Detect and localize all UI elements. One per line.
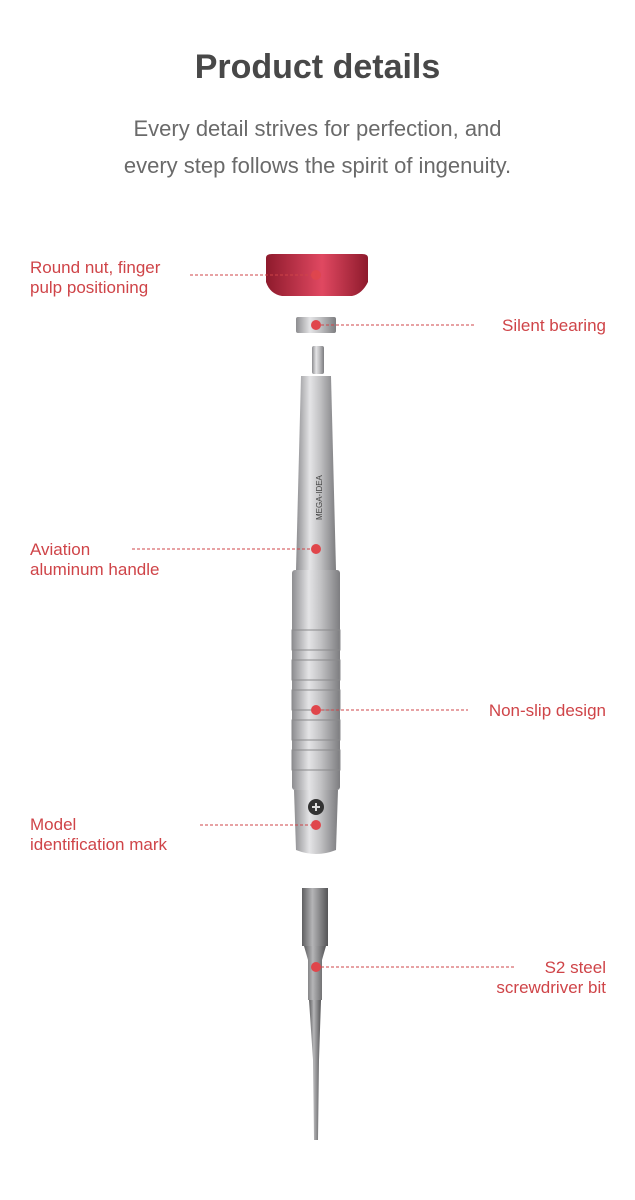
subtitle-line-2: every step follows the spirit of ingenui… [123,153,512,178]
callout-grip: Non-slip design [489,701,606,721]
callout-text: S2 steel [544,958,606,977]
callout-text: Aviation [30,540,91,559]
callout-bearing: Silent bearing [502,316,606,336]
handle: MEGA-IDEA [291,346,341,854]
callout-text: Model [30,815,77,834]
callout-text: aluminum handle [30,560,160,579]
screwdriver-bit [302,888,328,1140]
callout-handle: Aviation aluminum handle [30,540,159,580]
callout-text: identification mark [30,835,168,854]
callout-text: Round nut, finger [30,258,161,277]
callout-text: screwdriver bit [496,978,606,997]
callout-nut: Round nut, finger pulp positioning [30,258,160,298]
callout-text: Non-slip design [488,701,606,720]
callout-dots [311,270,321,972]
callout-text: Silent bearing [502,316,606,335]
handle-engraving: MEGA-IDEA [315,474,324,520]
callout-mark: Model identification mark [30,815,167,855]
callout-lines [132,274,515,968]
callout-text: pulp positioning [30,278,149,297]
knurl-bands [291,629,341,771]
subtitle-line-1: Every detail strives for perfection, and [133,116,502,141]
callout-bit: S2 steel screwdriver bit [496,958,606,998]
page-title: Product details [194,48,441,86]
